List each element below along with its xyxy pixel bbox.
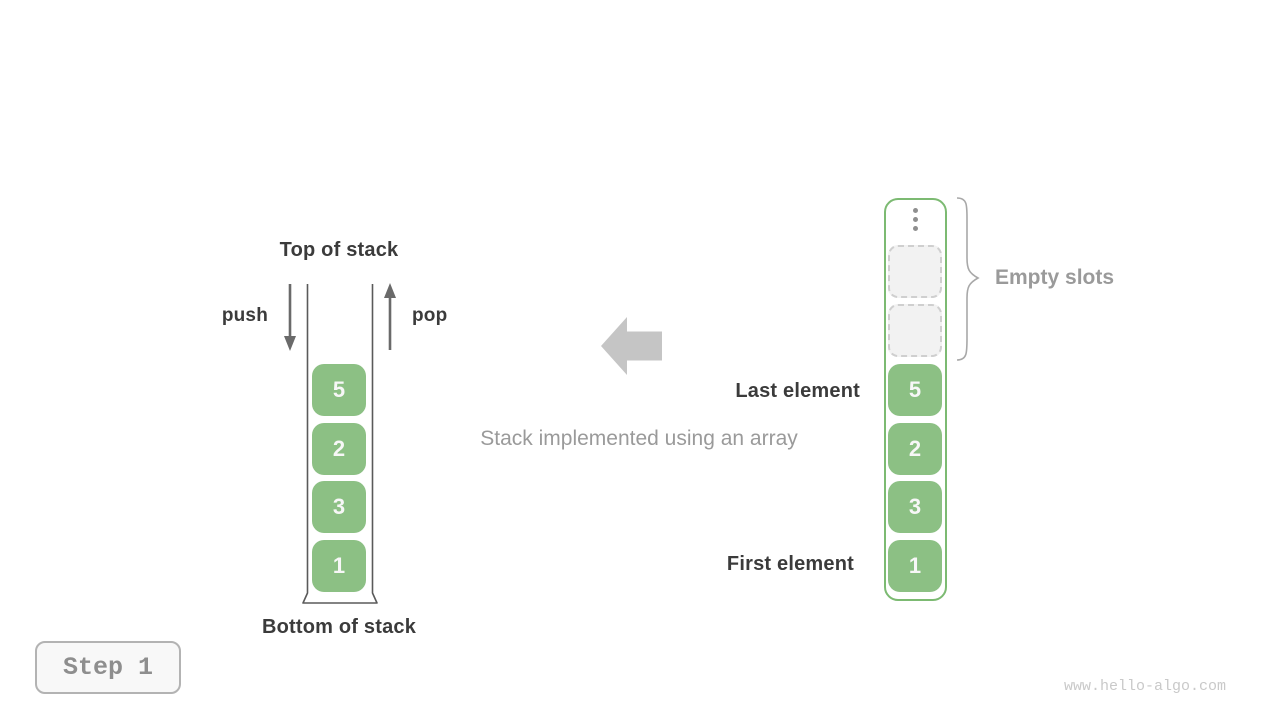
ellipsis-dot — [913, 217, 918, 222]
ellipsis-dot — [913, 208, 918, 213]
pop-arrow-up-icon — [384, 283, 396, 350]
array-cell: 1 — [888, 540, 942, 592]
empty-slot — [888, 304, 942, 357]
push-arrow-down-icon — [284, 284, 296, 351]
stack-cell: 3 — [312, 481, 366, 533]
left-block-arrow-icon — [601, 317, 662, 375]
step-badge: Step 1 — [35, 641, 181, 694]
array-cell: 2 — [888, 423, 942, 475]
diagram-caption: Stack implemented using an array — [480, 427, 798, 450]
ellipsis-icon — [884, 208, 947, 231]
stack-cell: 5 — [312, 364, 366, 416]
empty-slot — [888, 245, 942, 298]
stack-cell: 1 — [312, 540, 366, 592]
last-element-label: Last element — [735, 380, 860, 402]
ellipsis-dot — [913, 226, 918, 231]
first-element-label: First element — [726, 553, 854, 575]
bottom-of-stack-label: Bottom of stack — [261, 616, 417, 638]
stack-cell: 2 — [312, 423, 366, 475]
array-cell: 3 — [888, 481, 942, 533]
curly-brace-icon — [956, 197, 980, 361]
watermark-url: www.hello-algo.com — [1064, 678, 1227, 695]
empty-slots-label: Empty slots — [995, 266, 1115, 289]
array-cell: 5 — [888, 364, 942, 416]
push-label: push — [221, 305, 268, 326]
stack-container-outline — [302, 284, 378, 604]
step-badge-label: Step 1 — [62, 653, 153, 682]
top-of-stack-label: Top of stack — [279, 239, 399, 261]
pop-label: pop — [412, 305, 448, 326]
